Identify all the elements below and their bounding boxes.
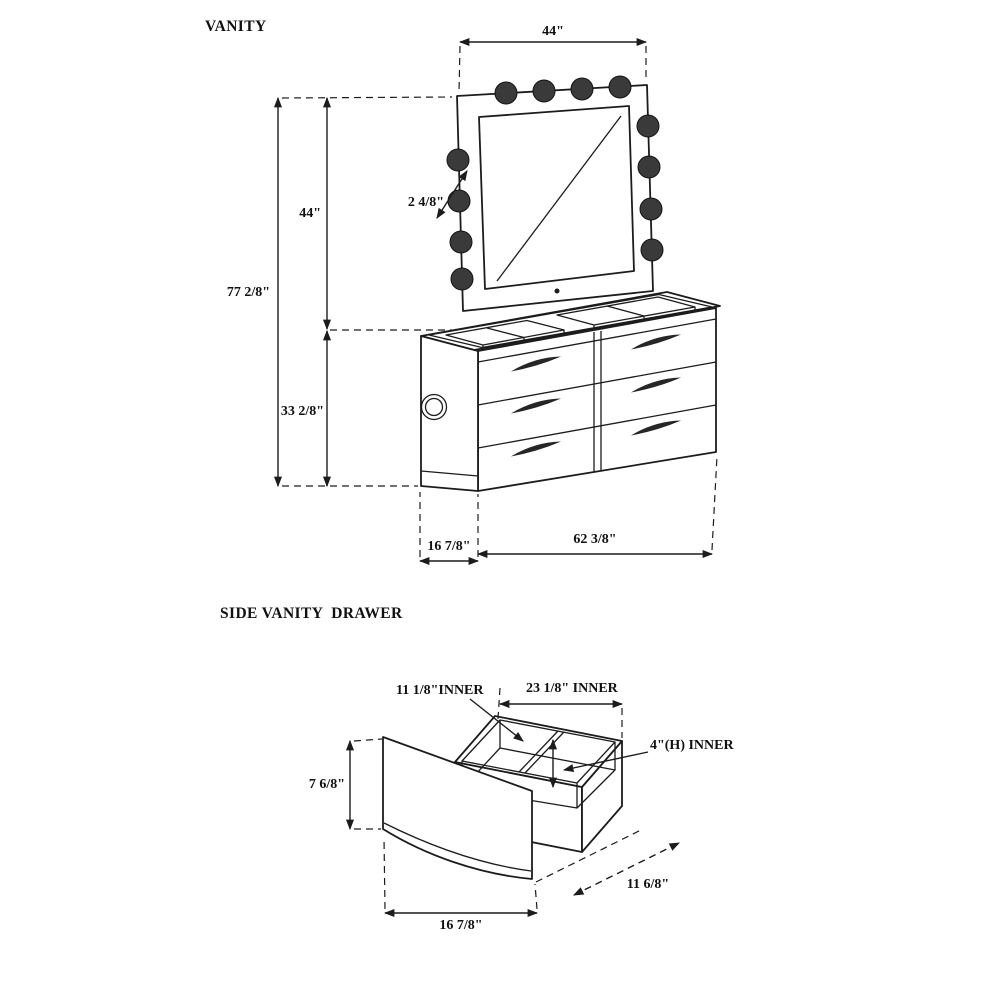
drawer-handle	[630, 377, 682, 393]
light-bulb-icon	[637, 155, 661, 179]
drawer-front-panel	[382, 736, 533, 880]
light-bulb-icon	[449, 230, 473, 254]
drawer-handle	[510, 356, 562, 372]
dim-label-inner-depth: 23 1/8" INNER	[526, 681, 619, 696]
dim-inner-depth: 23 1/8" INNER	[497, 681, 624, 738]
drawer-hidden-bottom-edge	[535, 829, 642, 883]
light-bulb-icon	[636, 114, 660, 138]
dim-mirror-height: 44"	[299, 96, 452, 331]
figure-title-vanity: VANITY	[205, 18, 267, 35]
drawer-handles	[510, 334, 682, 457]
side-drawer-box	[382, 715, 642, 883]
drawer-handle	[630, 420, 682, 436]
dim-front-width: 16 7/8"	[383, 837, 539, 933]
dim-overall-height: 77 2/8"	[227, 96, 453, 488]
dim-label-base-depth: 16 7/8"	[427, 539, 470, 554]
light-bulb-icon	[446, 148, 470, 172]
light-bulb-icon	[640, 238, 664, 262]
drawer-row-divider	[477, 404, 717, 449]
light-bulb-icon	[532, 79, 556, 103]
dim-label-side-depth: 11 6/8"	[627, 877, 669, 892]
vanity-mirror	[446, 75, 664, 312]
dim-inner-width: 11 1/8"INNER	[396, 683, 524, 742]
dim-base-depth: 16 7/8"	[418, 492, 480, 566]
drawer-front-panel-contour	[383, 822, 532, 872]
drawer-handle	[630, 334, 682, 350]
light-bulb-icon	[494, 81, 518, 105]
drawer-column-divider	[593, 331, 602, 472]
dim-frame-thickness: 2 4/8"	[408, 170, 468, 219]
light-bulb-icon	[639, 197, 663, 221]
dim-label-inner-width: 11 1/8"INNER	[396, 683, 484, 698]
mirror-switch-dot	[554, 288, 560, 294]
dim-label-front-height: 7 6/8"	[309, 777, 345, 792]
dim-mirror-width: 44"	[458, 24, 648, 93]
dim-label-overall-height: 77 2/8"	[227, 285, 270, 300]
dim-label-base-width: 62 3/8"	[573, 532, 616, 547]
drawer-handle	[510, 441, 562, 457]
dim-label-base-height: 33 2/8"	[281, 404, 324, 419]
mirror-reflection-line	[496, 115, 622, 282]
dim-label-mirror-height: 44"	[299, 206, 321, 221]
dim-label-inner-height: 4"(H) INNER	[650, 738, 734, 753]
dim-label-front-width: 16 7/8"	[439, 918, 482, 933]
mirror-light-bulbs	[446, 75, 664, 291]
dim-base-width: 62 3/8"	[476, 455, 718, 559]
drawer-handle	[510, 398, 562, 414]
dim-label-mirror-width: 44"	[542, 24, 564, 39]
dresser-side-panel	[420, 335, 479, 492]
drawer-divider	[518, 730, 565, 774]
dresser-front-rim-line	[477, 318, 717, 363]
light-bulb-icon	[570, 77, 594, 101]
side-outlet-inner-ring	[424, 397, 444, 417]
dim-base-height: 33 2/8"	[281, 329, 332, 488]
drawer-row-divider	[477, 361, 717, 406]
light-bulb-icon	[450, 267, 474, 291]
dim-label-frame-thickness: 2 4/8"	[408, 195, 444, 210]
dim-inner-height: 4"(H) INNER	[548, 738, 734, 789]
side-outlet-ring	[420, 393, 448, 421]
mirror-glass	[478, 105, 635, 290]
drawer-inner-corner-lines	[461, 720, 616, 808]
figure-title-side-drawer: SIDE VANITY DRAWER	[220, 605, 403, 622]
dresser-side-base-line	[420, 470, 479, 477]
dim-front-height: 7 6/8"	[309, 738, 383, 831]
light-bulb-icon	[608, 75, 632, 99]
light-bulb-icon	[447, 189, 471, 213]
vanity-dresser	[420, 291, 721, 492]
dresser-top-rim	[428, 293, 713, 349]
dim-side-depth: 11 6/8"	[572, 842, 681, 896]
